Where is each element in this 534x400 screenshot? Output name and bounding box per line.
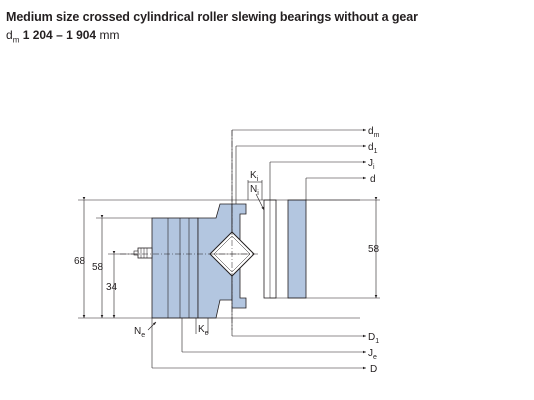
- page-title: Medium size crossed cylindrical roller s…: [6, 10, 418, 24]
- dim-ki-label: Ki: [250, 170, 259, 183]
- dim-D1-label: D1: [368, 332, 379, 345]
- left-dimensions: [82, 196, 116, 318]
- dim-je-label: Je: [368, 348, 377, 361]
- subtitle-range: 1 204 – 1 904: [22, 28, 97, 42]
- raceway-bars: [263, 199, 277, 299]
- bottom-diameter-dimensions: [151, 308, 366, 370]
- dim-d-label: d: [370, 174, 376, 185]
- dim-34-label: 34: [106, 282, 118, 293]
- right-ring: [287, 199, 307, 299]
- dim-d1-label: d1: [368, 142, 378, 155]
- top-diameter-dimensions: [231, 128, 366, 204]
- dim-ne-label: Ne: [134, 326, 145, 339]
- dim-ni-label: Ni: [250, 184, 259, 197]
- dim-58-right-label: 58: [368, 244, 380, 255]
- outer-ring: [151, 217, 199, 319]
- page-header: Medium size crossed cylindrical roller s…: [6, 10, 418, 44]
- dim-68-label: 68: [74, 256, 86, 267]
- page-subtitle: dm 1 204 – 1 904 mm: [6, 28, 418, 44]
- dim-58-left-label: 58: [92, 262, 104, 273]
- subtitle-unit: mm: [99, 28, 120, 42]
- dim-dm-label: dm: [368, 126, 380, 139]
- grease-nipple-icon: [133, 247, 153, 259]
- subtitle-symbol-sub: m: [12, 35, 20, 45]
- subtitle-symbol: d: [6, 28, 13, 42]
- dim-ke-label: Ke: [198, 324, 209, 337]
- dim-D-label: D: [370, 364, 377, 375]
- ki-ni-dimension: [247, 180, 265, 211]
- dim-ji-label: Ji: [368, 158, 375, 171]
